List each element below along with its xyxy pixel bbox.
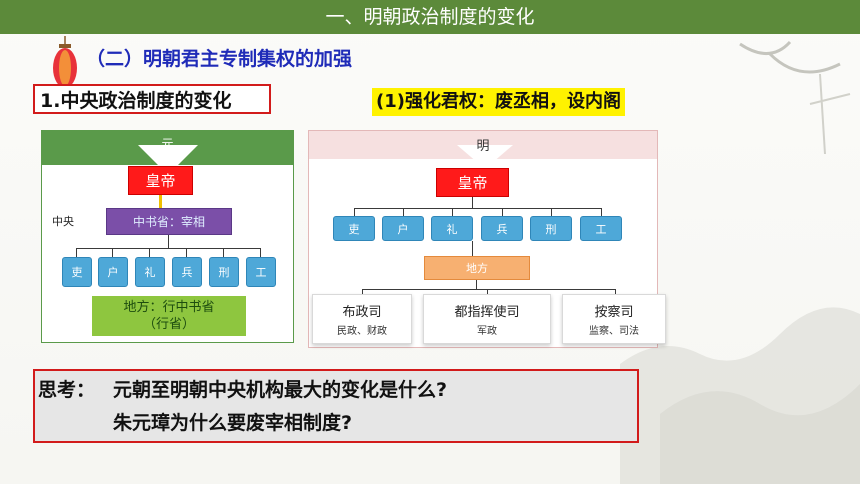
section-title: （二）明朝君主专制集权的加强 [86, 48, 353, 70]
ming-connector [502, 208, 503, 216]
ming-dept-bing: 兵 [481, 216, 523, 241]
yuan-zhongshu-box: 中书省：宰相 [106, 208, 232, 235]
yuan-connector [159, 195, 162, 210]
yuan-connector [149, 248, 150, 257]
ming-dept-xing: 刑 [530, 216, 572, 241]
office-duty: 军政 [477, 326, 497, 337]
ming-dept-li-rites: 礼 [431, 216, 473, 241]
ming-connector [362, 289, 615, 290]
yuan-connector [76, 248, 77, 257]
office-name: 按察司 [594, 305, 634, 320]
question-box [33, 369, 639, 443]
key-point-highlight: (1)强化君权：废丞相，设内阁 [372, 88, 625, 116]
yuan-dept-li: 吏 [62, 257, 92, 287]
ming-connector [615, 289, 616, 294]
yuan-dept-li-rites: 礼 [135, 257, 165, 287]
yuan-dept-bing: 兵 [172, 257, 202, 287]
yuan-connector [168, 235, 169, 248]
office-name: 布政司 [342, 305, 382, 320]
ming-dept-gong: 工 [580, 216, 622, 241]
ming-office-buzhengsi: 布政司 民政、财政 [312, 294, 412, 344]
yuan-header-label: 元 [161, 137, 174, 151]
ming-connector [354, 208, 601, 209]
yuan-connector [186, 248, 187, 257]
ming-connector [476, 280, 477, 289]
ming-dept-li: 吏 [333, 216, 375, 241]
yuan-dept-hu: 户 [98, 257, 128, 287]
ming-connector [472, 197, 473, 208]
lantern-icon [53, 36, 77, 102]
header-bar [0, 0, 860, 34]
yuan-dept-xing: 刑 [209, 257, 239, 287]
yuan-local-box: 地方：行中书省 （行省） [92, 296, 246, 336]
ming-header-label: 明 [476, 139, 490, 154]
ming-connector [487, 289, 488, 294]
ming-connector [472, 241, 473, 256]
ming-local-box: 地方 [424, 256, 530, 280]
yuan-diagram-panel: 元 [41, 130, 294, 343]
office-duty: 监察、司法 [589, 326, 639, 337]
question-line-1: 元朝至明朝中央机构最大的变化是什么? [113, 379, 448, 401]
office-duty: 民政、财政 [337, 326, 387, 337]
ming-connector [452, 208, 453, 216]
yuan-local-line2: （行省） [142, 317, 195, 332]
slide-title: 一、明朝政治制度的变化 [325, 6, 535, 28]
yuan-emperor-box: 皇帝 [128, 166, 193, 195]
ink-landscape-decoration [620, 40, 860, 484]
ming-office-anchasi: 按察司 监察、司法 [562, 294, 666, 344]
subsection-title: 1.中央政治制度的变化 [40, 90, 232, 112]
ming-dept-hu: 户 [382, 216, 424, 241]
question-prefix: 思考： [38, 379, 96, 401]
yuan-dept-gong: 工 [246, 257, 276, 287]
ming-emperor-box: 皇帝 [436, 168, 509, 197]
yuan-central-label: 中央 [52, 215, 74, 228]
yuan-connector [223, 248, 224, 257]
ming-office-duzhihuishisi: 都指挥使司 军政 [423, 294, 551, 344]
ming-connector [403, 208, 404, 216]
ming-connector [551, 208, 552, 216]
yuan-connector [112, 248, 113, 257]
ming-connector [362, 289, 363, 294]
yuan-local-line1: 地方：行中书省 [123, 300, 215, 315]
question-line-2: 朱元璋为什么要废宰相制度? [113, 412, 353, 434]
yuan-connector [260, 248, 261, 257]
subsection-frame [33, 84, 271, 114]
yuan-connector [76, 248, 260, 249]
office-name: 都指挥使司 [454, 305, 520, 320]
ming-connector [354, 208, 355, 216]
ming-connector [601, 208, 602, 216]
